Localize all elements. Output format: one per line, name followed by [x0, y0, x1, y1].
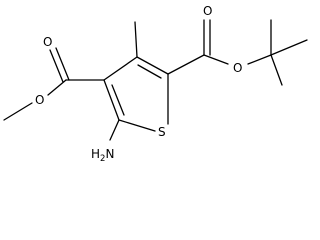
- bond-methyl: [134, 21, 138, 58]
- atom-amine: H2N: [91, 147, 114, 164]
- molecule-drawing: S H2N O O O O: [3, 4, 308, 164]
- atom-o-ether-right: O: [233, 61, 242, 75]
- bond-carbonyl-o-left-double: [49, 49, 64, 83]
- atom-sulfur: S: [158, 125, 166, 139]
- bond-c2-c3-double: [137, 64, 162, 79]
- bond-c5-s: [118, 119, 156, 132]
- structure-canvas: S H2N O O O O: [3, 4, 308, 164]
- atom-o-carbonyl-left: O: [43, 35, 52, 49]
- bond-c3-c4: [103, 56, 138, 81]
- bond-ester-o-right: [203, 54, 229, 65]
- bond-c4-c5-double: [111, 84, 125, 116]
- bond-c5-n: [109, 119, 120, 141]
- bond-ester-o-left: [47, 79, 67, 96]
- bond-tbu-down: [270, 54, 283, 86]
- atom-labels: S H2N O O O O: [35, 4, 242, 164]
- bond-c4-c5: [103, 79, 120, 121]
- atom-o-ether-left: O: [35, 93, 44, 107]
- atom-o-carbonyl-right: O: [203, 4, 212, 18]
- amine-subscript: 2: [100, 154, 105, 164]
- bond-tbu-right: [270, 39, 308, 56]
- bond-c2-carbonyl: [167, 54, 205, 75]
- amine-n: N: [105, 147, 114, 161]
- bonds: [3, 19, 308, 141]
- amine-h: H: [91, 147, 100, 161]
- bond-carbonyl-o-left: [55, 47, 70, 81]
- bond-ome: [3, 102, 33, 121]
- bond-c2-c3: [136, 56, 169, 75]
- bond-o-tbu: [247, 54, 272, 65]
